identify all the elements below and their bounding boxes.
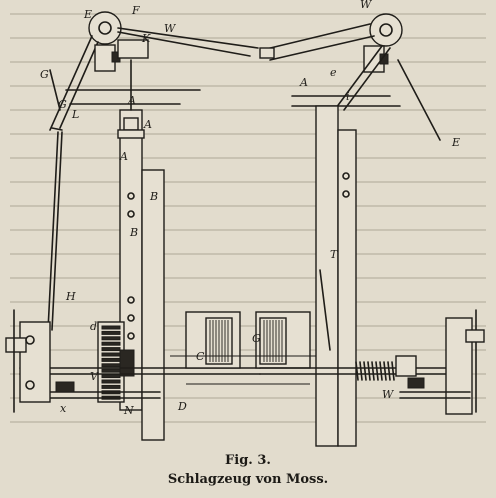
part-label: L bbox=[71, 108, 79, 121]
part-label: i bbox=[346, 90, 350, 103]
gear-tooth bbox=[101, 384, 121, 389]
part-label: N bbox=[123, 404, 134, 417]
part-label: G bbox=[58, 98, 67, 111]
gear-tooth bbox=[101, 379, 121, 384]
right-lever-assembly bbox=[259, 13, 441, 141]
figure-number: Fig. 3. bbox=[225, 453, 271, 468]
figure-title: Schlagzeug von Moss. bbox=[167, 472, 329, 487]
part-label: d bbox=[90, 320, 97, 333]
part-label: e bbox=[330, 66, 337, 79]
part-label: G bbox=[252, 332, 261, 345]
part-label: B bbox=[149, 190, 158, 203]
right-column bbox=[315, 105, 357, 447]
part-label: F bbox=[131, 4, 140, 17]
spring-coil bbox=[359, 361, 363, 381]
part-label: W bbox=[360, 0, 373, 11]
right-spring-assembly bbox=[259, 309, 485, 415]
part-label: A bbox=[119, 150, 128, 163]
gear-tooth bbox=[101, 352, 121, 357]
part-label: x bbox=[60, 402, 67, 415]
figure-caption: Fig. 3. Schlagzeug von Moss. bbox=[0, 450, 496, 498]
gear-tooth bbox=[101, 330, 121, 335]
part-label: T bbox=[330, 248, 339, 261]
part-label: V bbox=[90, 370, 99, 383]
gear-tooth bbox=[101, 374, 121, 379]
spring-coil bbox=[379, 361, 383, 381]
left-gear-assembly bbox=[5, 309, 261, 413]
left-lever-assembly bbox=[47, 11, 259, 331]
gear-tooth bbox=[101, 336, 121, 341]
part-label: C bbox=[196, 350, 205, 363]
part-label: E bbox=[83, 8, 92, 21]
part-label: A bbox=[299, 76, 308, 89]
part-label: W bbox=[382, 388, 395, 401]
part-label: B bbox=[129, 226, 138, 239]
part-label: H bbox=[65, 290, 76, 303]
centre-hammer-blocks bbox=[170, 311, 330, 385]
central-column bbox=[117, 59, 165, 441]
spring-coil bbox=[355, 361, 359, 381]
spring-coil bbox=[371, 361, 375, 381]
spring-coil bbox=[391, 361, 395, 381]
spring-coil bbox=[367, 361, 371, 381]
part-label: G bbox=[40, 68, 49, 81]
spring-coil bbox=[363, 361, 367, 381]
part-label: D bbox=[177, 400, 187, 413]
part-label: W bbox=[164, 22, 177, 35]
spring-coil bbox=[387, 361, 391, 381]
part-label: A bbox=[127, 94, 136, 107]
spring-coil bbox=[383, 361, 387, 381]
gear-tooth bbox=[101, 325, 121, 330]
part-label: E bbox=[451, 136, 460, 149]
gear-tooth bbox=[101, 347, 121, 352]
gear-tooth bbox=[101, 357, 121, 362]
spring-coil bbox=[375, 361, 379, 381]
gear-tooth bbox=[101, 368, 121, 373]
part-label: K bbox=[141, 32, 151, 45]
show-through-text: Batterie in die Spule des im Gehäuse H e… bbox=[10, 13, 486, 423]
gear-tooth bbox=[101, 363, 121, 368]
gear-tooth bbox=[101, 341, 121, 346]
part-label: A bbox=[143, 118, 152, 131]
